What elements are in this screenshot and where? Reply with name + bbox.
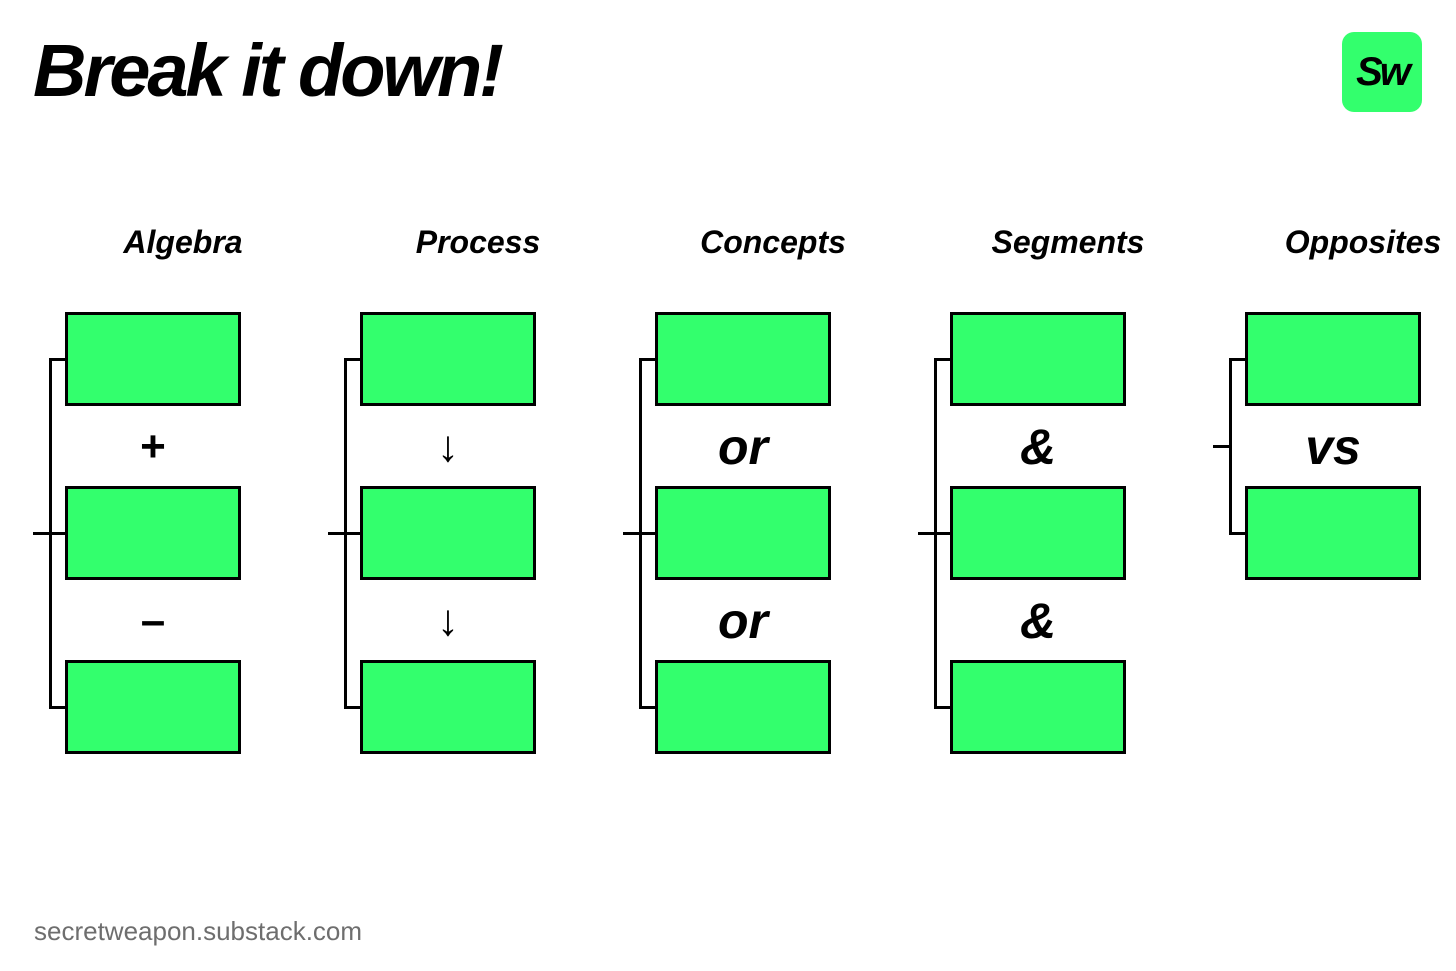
blank-box: [950, 312, 1126, 406]
blank-box: [360, 312, 536, 406]
blank-box: [950, 486, 1126, 580]
blank-box: [655, 660, 831, 754]
column-concepts: Concepts or or: [623, 0, 923, 971]
operator-symbol: &: [1019, 419, 1057, 475]
blank-box: [1245, 486, 1421, 580]
column-label: Algebra: [123, 224, 243, 260]
bracket-stub: [1213, 444, 1230, 448]
operator-symbol: –: [140, 596, 166, 645]
column-label: Segments: [991, 224, 1145, 260]
brand-logo: Sw: [1342, 32, 1422, 112]
column-label: Concepts: [700, 224, 846, 260]
column-process: Process ↓ ↓: [328, 0, 628, 971]
blank-box: [655, 486, 831, 580]
footer-url: secretweapon.substack.com: [34, 916, 363, 946]
blank-box: [65, 312, 241, 406]
operator-symbol: &: [1019, 593, 1057, 649]
blank-box: [65, 486, 241, 580]
operator-symbol: vs: [1305, 419, 1361, 475]
column-segments: Segments & &: [918, 0, 1218, 971]
operator-symbol: ↓: [437, 596, 459, 645]
operator-symbol: or: [718, 419, 768, 475]
grouping-bracket: [1229, 357, 1246, 535]
bracket-stub: [623, 531, 655, 535]
operator-symbol: ↓: [437, 422, 459, 471]
operator-symbol: +: [140, 422, 166, 471]
blank-box: [655, 312, 831, 406]
page-title: Break it down!: [33, 29, 504, 112]
operator-symbol: or: [718, 593, 768, 649]
blank-box: [360, 486, 536, 580]
blank-box: [360, 660, 536, 754]
blank-box: [950, 660, 1126, 754]
column-opposites: Opposites vs: [1213, 0, 1456, 971]
column-algebra: Algebra + –: [33, 0, 333, 971]
blank-box: [1245, 312, 1421, 406]
bracket-stub: [918, 531, 950, 535]
bracket-stub: [33, 531, 65, 535]
bracket-stub: [328, 531, 360, 535]
column-label: Opposites: [1284, 224, 1442, 260]
column-label: Process: [415, 224, 541, 260]
blank-box: [65, 660, 241, 754]
